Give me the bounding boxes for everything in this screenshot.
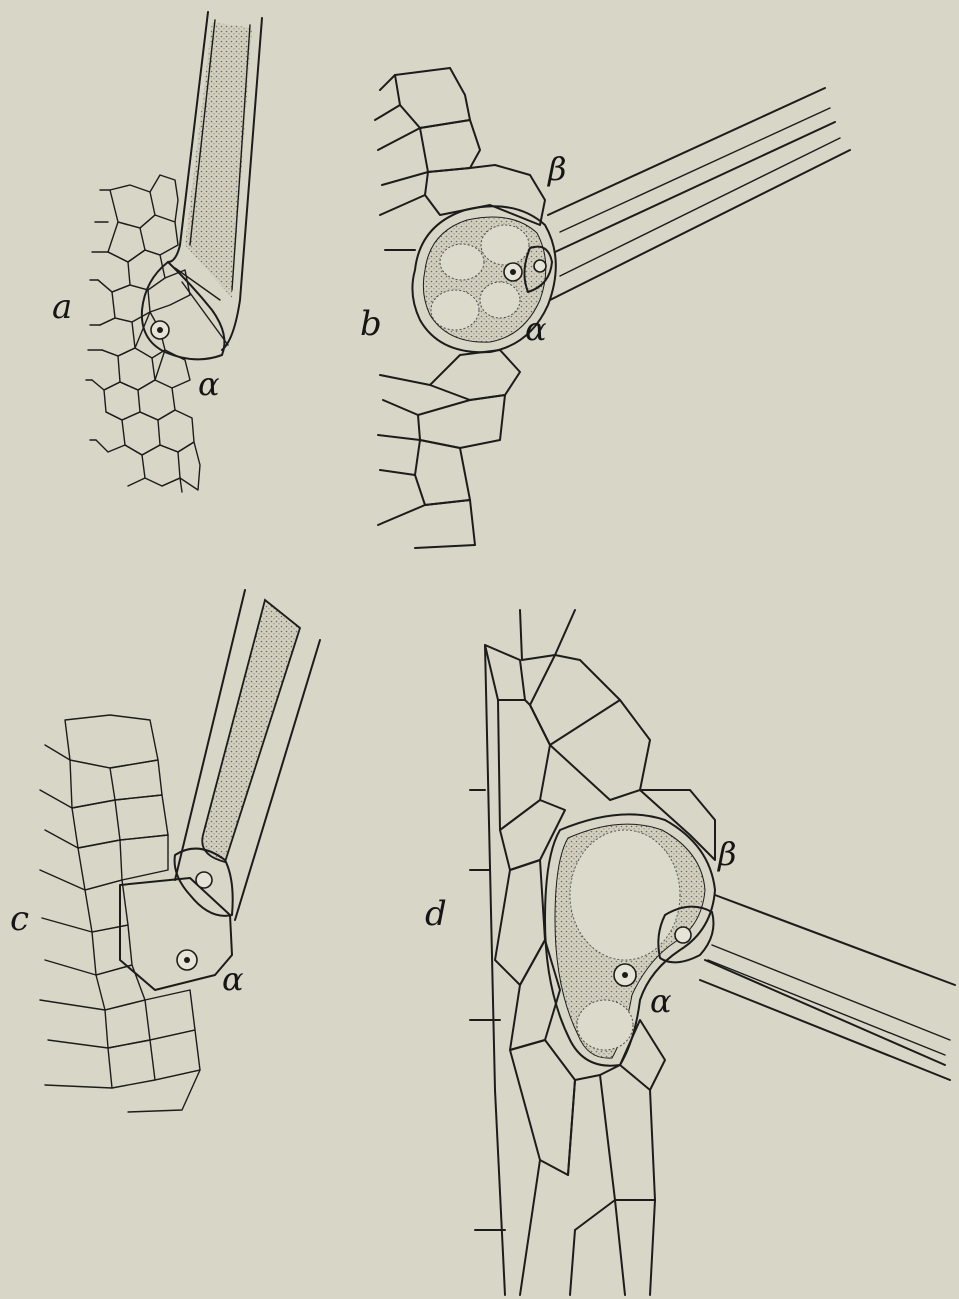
panel-a: a α xyxy=(52,12,262,492)
panel-c-hair xyxy=(175,590,320,920)
panel-b: b β α xyxy=(360,68,850,548)
panel-b-label: b xyxy=(360,304,382,344)
panel-c-label: c xyxy=(10,899,29,939)
panel-d-hair xyxy=(700,895,955,1080)
panel-d-label: d xyxy=(425,894,447,934)
panel-d-guard-cell xyxy=(545,814,715,1065)
panel-c-alpha-marker: α xyxy=(222,960,244,998)
panel-d: d β α xyxy=(425,610,955,1295)
panel-b-alpha-marker: α xyxy=(525,310,547,348)
panel-d-beta-marker: β xyxy=(717,835,737,873)
panel-d-alpha-marker: α xyxy=(650,982,672,1020)
panel-c-guard-cell xyxy=(120,849,233,990)
panel-b-hair xyxy=(548,88,850,300)
panel-a-alpha-marker: α xyxy=(198,365,220,403)
panel-c: c α xyxy=(10,590,320,1112)
panel-b-beta-marker: β xyxy=(547,150,567,188)
panel-a-label: a xyxy=(52,287,72,327)
